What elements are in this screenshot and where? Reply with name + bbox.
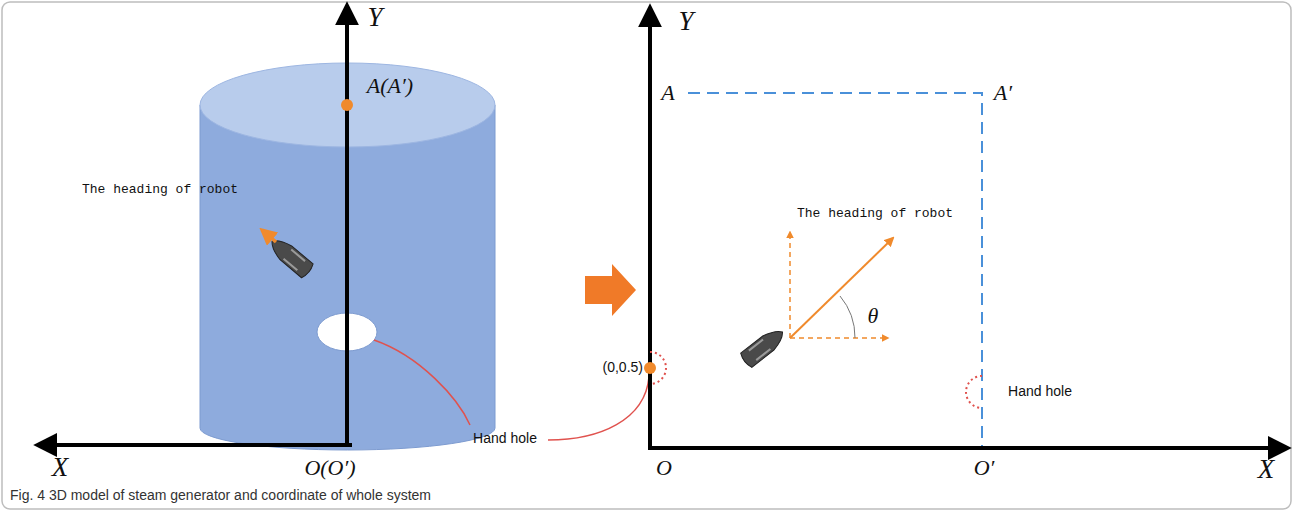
y-axis	[345, 6, 349, 447]
hand-hole-label: Hand hole	[473, 431, 537, 446]
reference-x	[790, 337, 888, 339]
angle-label: θ	[868, 304, 879, 328]
hand-hole-label: Hand hole	[1008, 384, 1072, 399]
axis-label: Y	[678, 7, 693, 37]
transform-arrow	[585, 264, 636, 316]
origin-label: O′	[974, 456, 995, 480]
axis-label: X	[52, 453, 69, 483]
origin-point	[644, 362, 656, 374]
origin-label: O(O′)	[304, 456, 355, 480]
heading-arrow	[262, 230, 276, 242]
point-a	[341, 99, 353, 111]
reference-y	[789, 232, 791, 338]
unrolled-boundary	[688, 93, 982, 446]
axis-label: Y	[367, 3, 382, 33]
point-label: A(A′)	[367, 74, 413, 98]
axis-label: X	[1258, 455, 1275, 485]
point-label: A	[661, 81, 674, 105]
point-label: A′	[994, 81, 1012, 105]
x-axis	[38, 443, 352, 447]
leader-line	[374, 340, 470, 425]
heading-arrow	[790, 238, 893, 338]
coordinate-label: (0,0.5)	[603, 360, 643, 375]
y-axis	[648, 8, 652, 450]
robot-heading-label: The heading of robot	[82, 183, 238, 197]
hand-hole-mark	[966, 376, 982, 408]
robot-heading-label: The heading of robot	[797, 207, 953, 221]
leader-line	[548, 377, 649, 440]
origin-label: O	[656, 456, 672, 480]
figure-caption: Fig. 4 3D model of steam generator and c…	[10, 488, 431, 503]
x-axis	[648, 446, 1287, 450]
robot	[739, 325, 788, 369]
hand-hole-mark	[650, 352, 666, 384]
theta-arc	[840, 296, 855, 338]
